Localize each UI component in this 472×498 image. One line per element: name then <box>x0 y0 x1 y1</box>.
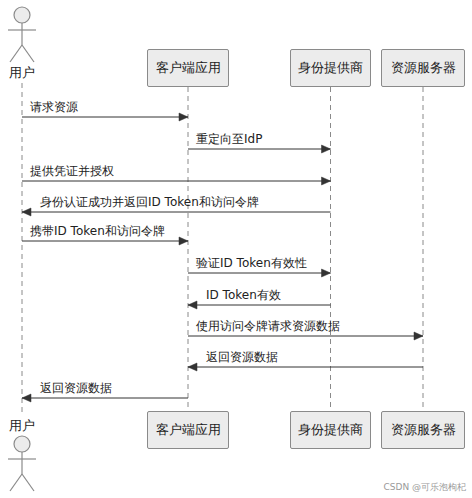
arrow-head <box>322 145 331 153</box>
participant-name: 身份提供商 <box>298 60 363 76</box>
participant-box: 客户端应用 <box>147 411 229 449</box>
connector-group <box>22 83 331 185</box>
participant-name: 资源服务器 <box>391 60 456 76</box>
actor-figure <box>0 5 44 65</box>
watermark: CSDN @可乐泡枸杞 <box>383 481 466 494</box>
arrow-head <box>322 269 331 277</box>
participant-name: 客户端应用 <box>156 60 221 76</box>
arrow-head <box>322 177 331 185</box>
message-arrow <box>188 87 331 149</box>
message-label: 身份认证成功并返回ID Token和访问令牌 <box>40 195 259 209</box>
message-arrow <box>22 83 188 241</box>
message-arrow <box>22 83 331 212</box>
actor-figure <box>0 434 44 494</box>
message-arrow <box>22 83 331 181</box>
connector-group <box>188 87 423 340</box>
message-label: 返回资源数据 <box>206 350 278 364</box>
participant-name: 资源服务器 <box>391 422 456 438</box>
arrow-head <box>179 237 188 245</box>
connector-group <box>22 83 188 245</box>
connector-group <box>188 87 189 411</box>
lifeline <box>22 83 23 416</box>
connector-group <box>188 87 331 153</box>
participant-box: 身份提供商 <box>290 411 371 449</box>
connector-group <box>188 87 423 371</box>
connector-group <box>22 83 188 402</box>
lifeline <box>188 87 189 411</box>
arrow-head <box>188 301 197 309</box>
message-label: 返回资源数据 <box>40 381 112 395</box>
participant-name: 用户 <box>9 65 35 81</box>
message-label: ID Token有效 <box>206 288 281 302</box>
message-label: 携带ID Token和访问令牌 <box>30 224 165 238</box>
lifeline <box>423 87 424 411</box>
message-label: 使用访问令牌请求资源数据 <box>196 319 340 333</box>
arrow-head <box>22 208 31 216</box>
participant-box: 客户端应用 <box>147 49 229 87</box>
connector-group <box>188 87 331 277</box>
connector-group <box>22 83 23 416</box>
arrow-head <box>414 332 423 340</box>
connector-group <box>423 87 424 411</box>
message-label: 重定向至IdP <box>196 132 262 146</box>
connector-group <box>330 87 331 411</box>
participant-box: 资源服务器 <box>381 49 465 87</box>
actor-node: 用户 <box>0 3 44 83</box>
arrow-head <box>179 113 188 121</box>
arrow-head <box>188 363 197 371</box>
message-label: 验证ID Token有效性 <box>196 256 307 270</box>
message-arrow <box>22 83 188 117</box>
message-arrow <box>188 87 423 336</box>
actor-node: 用户 <box>0 416 44 496</box>
message-arrow <box>188 87 331 273</box>
participant-name: 身份提供商 <box>298 422 363 438</box>
arrow-head <box>22 394 31 402</box>
message-arrow <box>188 87 423 367</box>
lifeline <box>330 87 331 411</box>
message-label: 提供凭证并授权 <box>30 164 114 178</box>
participant-box: 身份提供商 <box>290 49 371 87</box>
message-label: 请求资源 <box>30 100 78 114</box>
participant-name: 客户端应用 <box>156 422 221 438</box>
participant-box: 资源服务器 <box>381 411 465 449</box>
message-arrow <box>22 83 188 398</box>
connector-group <box>22 83 331 216</box>
connector-group <box>22 83 188 121</box>
participant-name: 用户 <box>9 418 35 434</box>
